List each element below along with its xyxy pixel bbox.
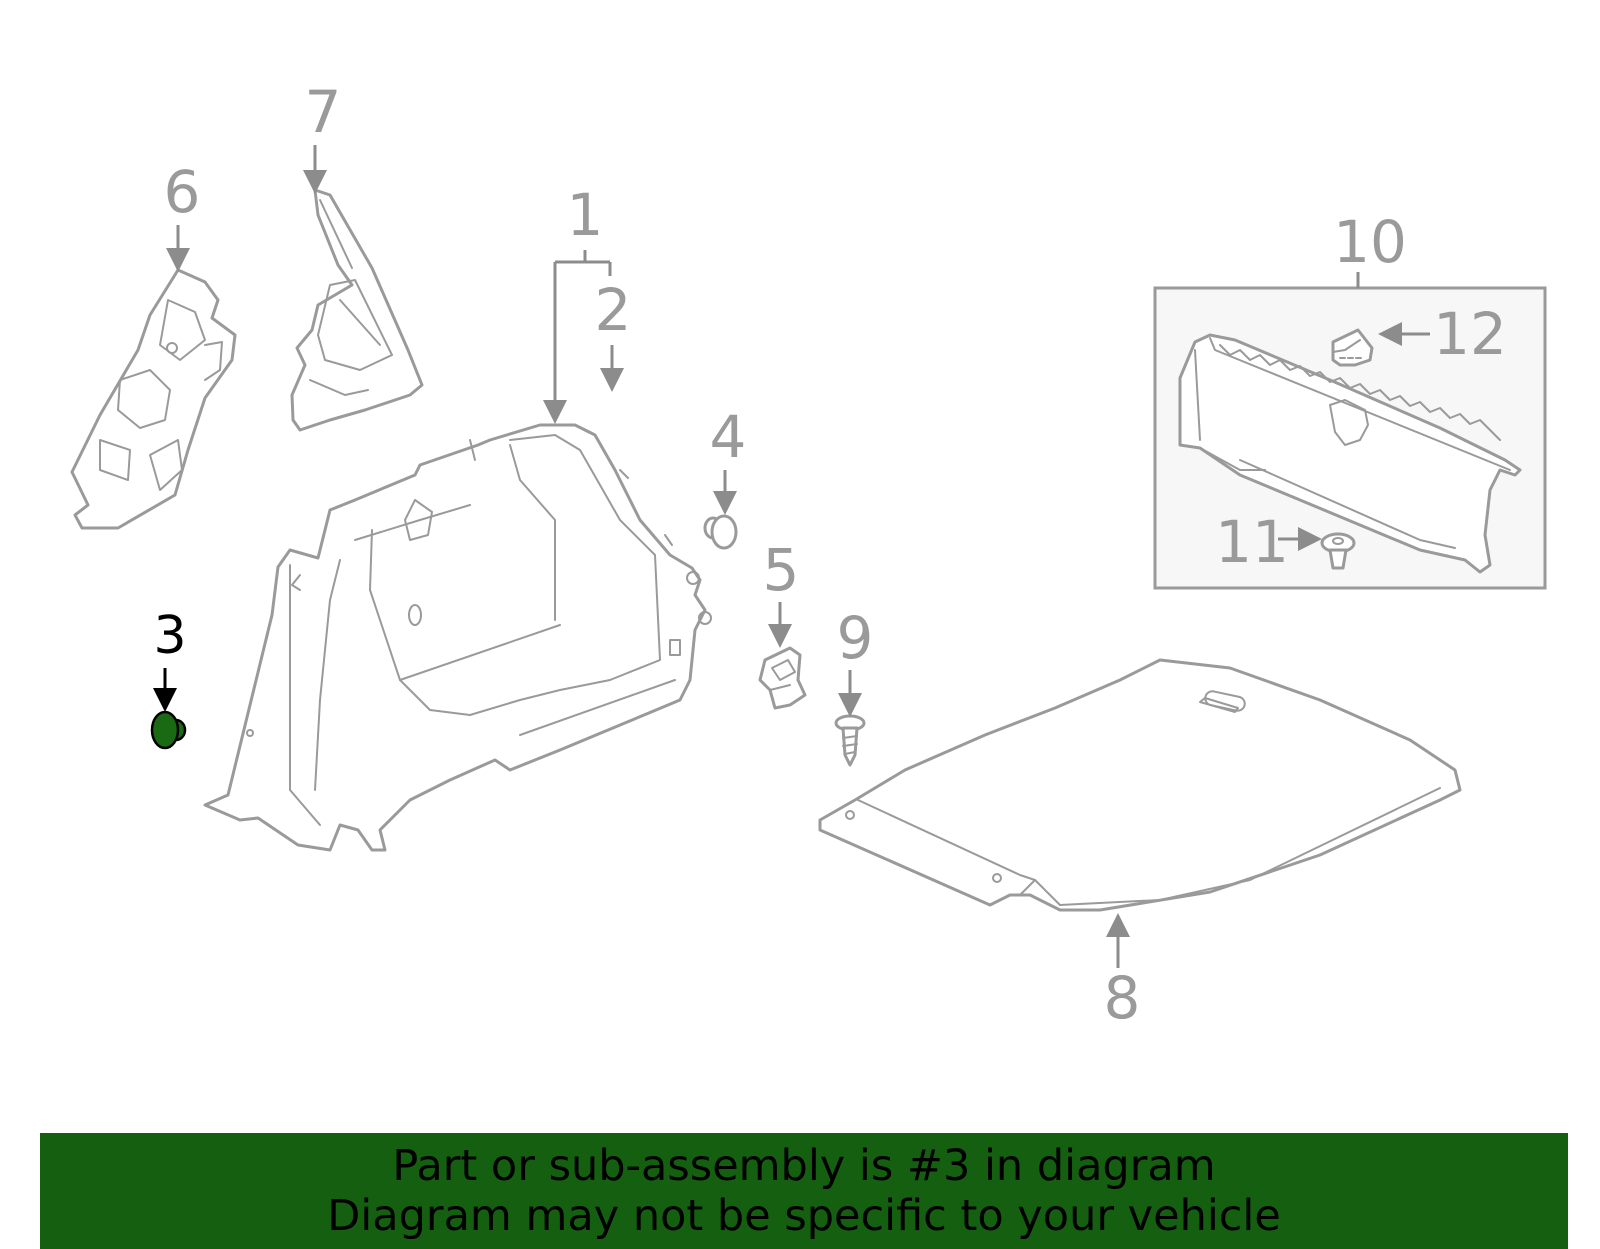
callout-9: 9 — [837, 604, 874, 672]
banner-line-2: Diagram may not be specific to your vehi… — [327, 1191, 1281, 1241]
leader-lines — [153, 145, 1430, 968]
callout-12: 12 — [1433, 300, 1507, 368]
part-1-quarter-trim-panel — [203, 423, 712, 852]
part-3-plug-highlighted — [150, 710, 187, 750]
part-7-quarter-upper-trim — [290, 188, 424, 432]
part-6-bracket — [70, 268, 237, 530]
part-9-screw — [834, 714, 866, 767]
part-8-floor-panel — [818, 658, 1462, 912]
part-11-push-pin — [1320, 532, 1356, 570]
part-4-grommet — [703, 514, 738, 550]
callout-8: 8 — [1104, 964, 1141, 1032]
info-banner: Part or sub-assembly is #3 in diagram Di… — [40, 1133, 1568, 1249]
callout-3: 3 — [153, 606, 186, 666]
callout-1: 1 — [567, 181, 604, 249]
callout-4: 4 — [710, 403, 747, 471]
callout-5: 5 — [763, 536, 800, 604]
part-5-clip — [758, 646, 807, 710]
callout-11: 11 — [1215, 508, 1289, 576]
callout-6: 6 — [164, 158, 201, 226]
part-12-clip — [1331, 328, 1374, 367]
callout-7: 7 — [305, 78, 342, 146]
banner-line-1: Part or sub-assembly is #3 in diagram — [392, 1141, 1216, 1191]
callout-2: 2 — [595, 276, 632, 344]
callout-10: 10 — [1333, 208, 1407, 276]
